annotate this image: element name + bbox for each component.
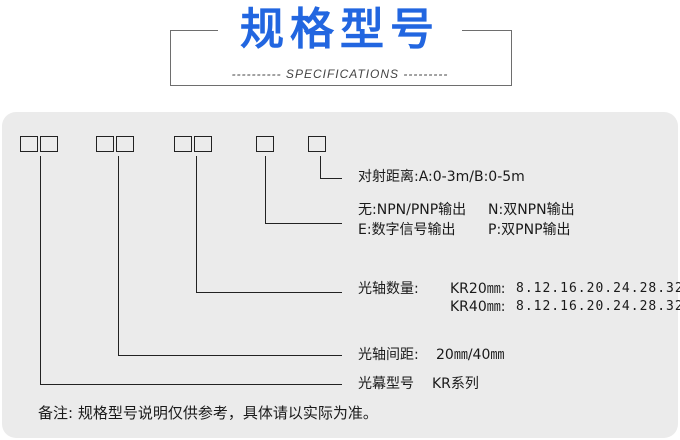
kr40-model: KR40㎜: xyxy=(450,299,506,315)
code-box-spacing-1 xyxy=(96,136,114,152)
kr20-model: KR20㎜: xyxy=(450,281,506,297)
code-box-output xyxy=(256,136,274,152)
code-box-model-1 xyxy=(20,136,38,152)
leader-model-h xyxy=(40,384,342,386)
output-e-label: E:数字信号输出 xyxy=(358,222,456,238)
leader-count-v xyxy=(196,156,198,292)
output-p-label: P:双PNP输出 xyxy=(488,222,571,238)
output-n-label: N:双NPN输出 xyxy=(488,202,575,218)
leader-model-v xyxy=(40,156,42,384)
axis-spacing-label: 光轴间距: xyxy=(358,347,419,363)
leader-distance-h xyxy=(320,178,342,180)
leader-spacing-v xyxy=(118,156,120,355)
code-box-spacing-2 xyxy=(116,136,134,152)
page-title: 规格型号 xyxy=(240,4,440,55)
code-box-count-1 xyxy=(174,136,192,152)
footnote: 备注: 规格型号说明仅供参考，具体请以实际为准。 xyxy=(38,404,378,422)
leader-distance-v xyxy=(320,156,322,178)
axis-count-label: 光轴数量: xyxy=(358,281,419,297)
page-subtitle: ---------- SPECIFICATIONS --------- xyxy=(231,67,449,81)
kr40-values: 8.12.16.20.24.28.32 xyxy=(516,299,680,314)
axis-spacing-value: 20㎜/40㎜ xyxy=(436,347,505,363)
spec-card: 对射距离:A:0-3m/B:0-5m 无:NPN/PNP输出 N:双NPN输出 … xyxy=(2,112,680,438)
distance-label: 对射距离:A:0-3m/B:0-5m xyxy=(358,169,525,185)
code-box-distance xyxy=(308,136,326,152)
code-box-count-2 xyxy=(194,136,212,152)
leader-output-v xyxy=(265,156,267,223)
leader-output-h xyxy=(265,223,342,225)
kr20-values: 8.12.16.20.24.28.32 xyxy=(516,281,680,296)
leader-spacing-h xyxy=(118,355,342,357)
model-value: KR系列 xyxy=(432,376,479,392)
model-label: 光幕型号 xyxy=(358,376,414,392)
code-box-model-2 xyxy=(40,136,58,152)
output-none-label: 无:NPN/PNP输出 xyxy=(358,202,467,218)
title-backdrop xyxy=(218,10,462,54)
leader-count-h xyxy=(196,292,342,294)
